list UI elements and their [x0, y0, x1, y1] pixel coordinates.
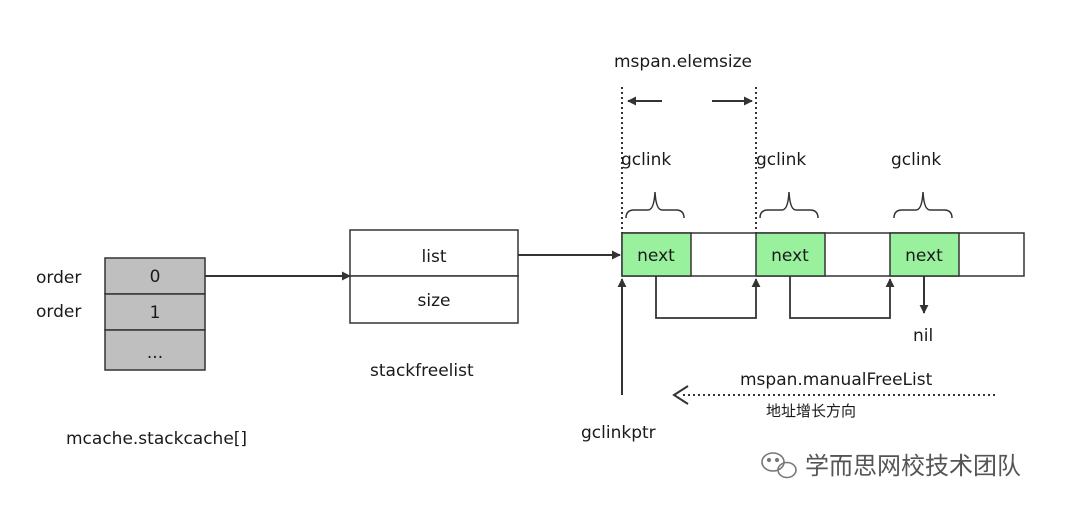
mcache-cell-1-text: 1: [150, 303, 161, 323]
stackfreelist-caption: stackfreelist: [370, 361, 474, 381]
mcache-caption: mcache.stackcache[]: [66, 429, 247, 449]
address-direction-label: 地址增长方向: [766, 402, 856, 420]
next-cell-2-text: next: [905, 246, 943, 266]
mcache-cell-0-text: 0: [150, 267, 161, 287]
gclink-brace-0: [625, 191, 685, 219]
gclink-label-0: gclink: [621, 150, 671, 170]
address-direction-arrowhead: [672, 385, 689, 405]
gclink-label-1: gclink: [756, 150, 806, 170]
next-cell-1-text: next: [771, 246, 809, 266]
stackfreelist-size-text: size: [418, 291, 451, 311]
gclink-brace-1: [759, 191, 819, 219]
next-cell-0: [621, 232, 692, 277]
next-cell-0-text: next: [637, 246, 675, 266]
stackfreelist-struct: list size stackfreelist: [349, 229, 519, 381]
mspan-block: next next next: [621, 232, 1025, 277]
gclinkptr-label: gclinkptr: [581, 423, 656, 443]
gclink-brace-2: [893, 191, 953, 219]
mcache-cell-1: [104, 293, 206, 331]
mcache-cell-2: [104, 329, 206, 371]
elemsize-label: mspan.elemsize: [614, 52, 752, 72]
mcache-cell-2-text: ...: [147, 343, 163, 363]
wechat-icon: [761, 452, 797, 479]
mcache-cell-0: [104, 257, 206, 295]
manual-free-list-label: mspan.manualFreeList: [740, 370, 933, 390]
watermark: 学而思网校技术团队: [761, 452, 1021, 480]
nil-label: nil: [913, 326, 933, 346]
stackfreelist-list-text: list: [422, 247, 447, 267]
stackfreelist-size-field: [349, 275, 519, 324]
next-link-0: [655, 276, 761, 319]
mcache-array: 0 1 ... order order mcache.stackcache[]: [36, 257, 247, 449]
watermark-text: 学而思网校技术团队: [805, 452, 1021, 480]
next-link-1: [789, 276, 895, 319]
gclink-label-2: gclink: [891, 150, 941, 170]
stackfreelist-list-field: [349, 229, 519, 277]
order-label-0: order: [36, 268, 81, 288]
order-label-1: order: [36, 302, 81, 322]
